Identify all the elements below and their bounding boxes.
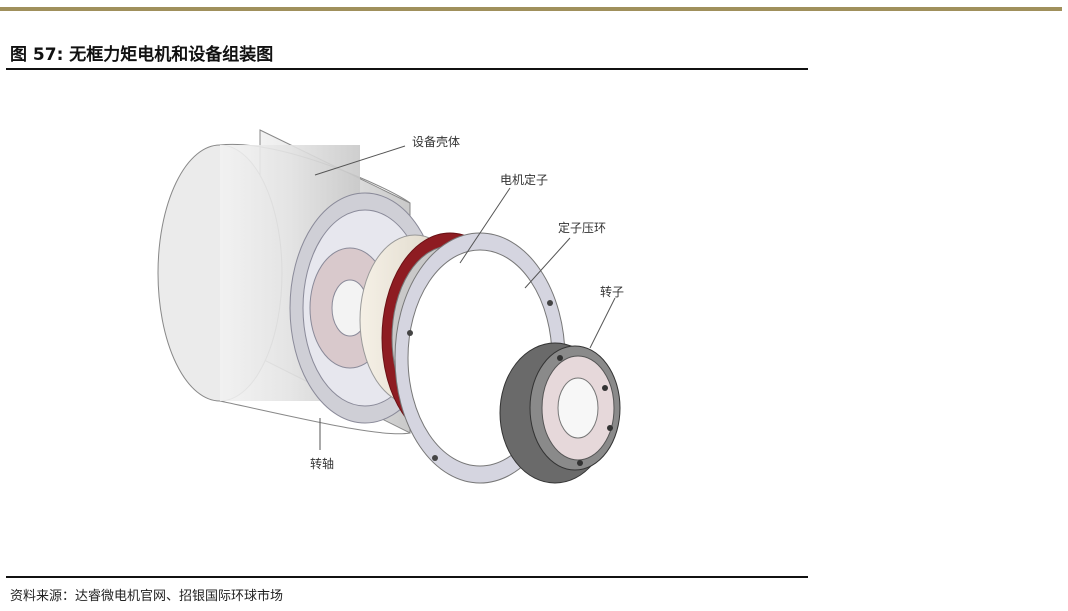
figure-title: 图 57: 无框力矩电机和设备组装图 (10, 45, 274, 65)
label-stator-ring: 定子压环 (558, 220, 606, 235)
rotor (499, 342, 621, 484)
stator-ring-leader (524, 237, 571, 289)
figure-source: 资料来源：达睿微电机官网、招银国际环球市场 (10, 589, 284, 604)
label-rotor: 转子 (600, 284, 624, 299)
header-accent-bar (0, 7, 1062, 11)
label-stator: 电机定子 (500, 172, 548, 187)
motor-assembly-diagram: 转轴 设备壳体 电机定子 定子压环 转子 (157, 129, 624, 484)
source-divider (6, 576, 808, 578)
label-housing: 设备壳体 (412, 135, 460, 149)
label-shaft: 转轴 (310, 456, 334, 471)
stator-leader (459, 187, 511, 264)
housing-leader (314, 145, 406, 176)
rotor-leader (589, 297, 616, 349)
title-divider (6, 68, 808, 70)
